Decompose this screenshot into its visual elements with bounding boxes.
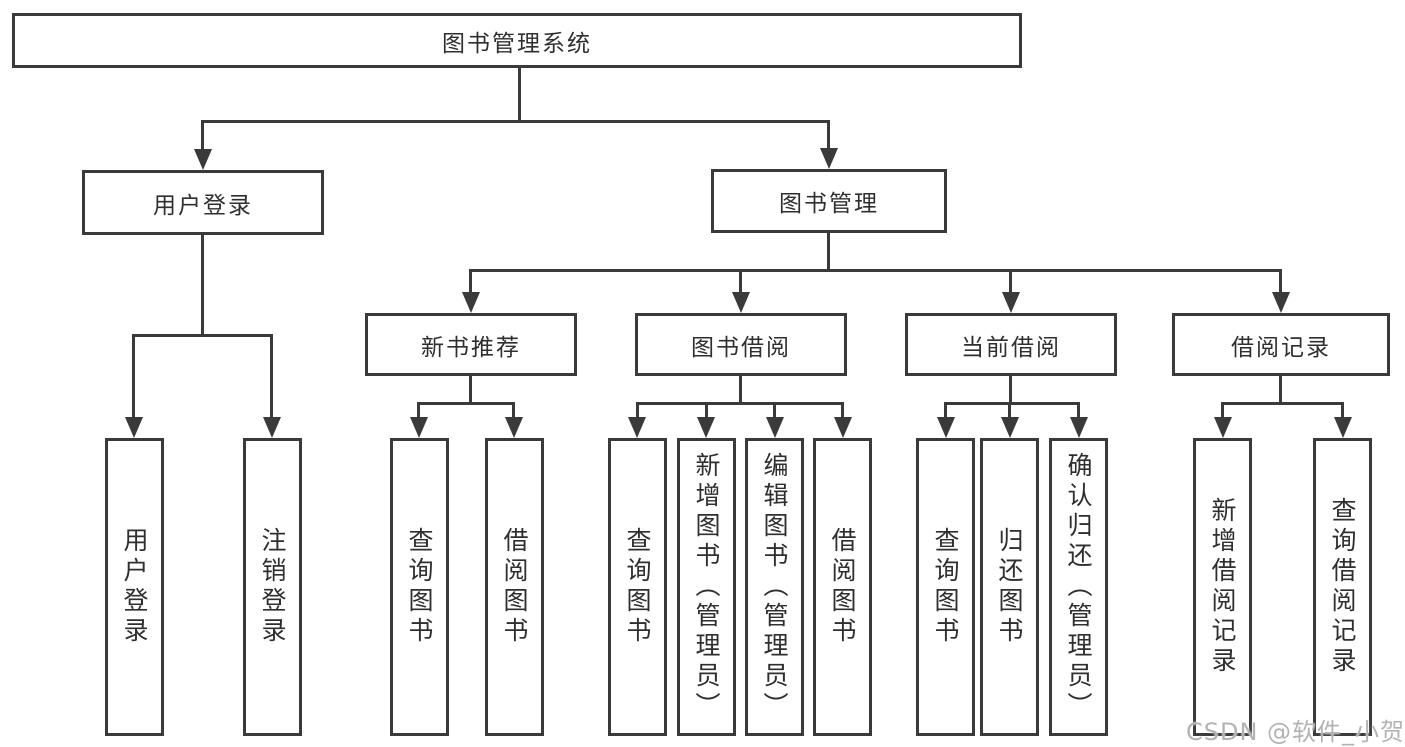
leaf-borrow-query-book: 查询图书 (608, 438, 667, 736)
leaf-user-login: 用户登录 (105, 438, 164, 736)
arrow-down-icon (766, 417, 784, 438)
arrow-down-icon (1214, 417, 1232, 438)
leaf-borrow-borrow-book: 借阅图书 (813, 438, 872, 736)
arrow-down-icon (834, 417, 852, 438)
leaf-recommend-borrow-book: 借阅图书 (485, 438, 544, 736)
connector-line (1009, 376, 1012, 405)
leaf-recommend-query-book: 查询图书 (390, 438, 449, 736)
connector-line (944, 402, 1080, 405)
connector-line (202, 120, 830, 123)
arrow-down-icon (410, 417, 428, 438)
connector-line (827, 233, 830, 272)
connector-line (1279, 269, 1282, 297)
connector-line (417, 402, 420, 420)
leaf-confirm-return-admin: 确认归还（管理员） (1049, 438, 1108, 736)
connector-line (636, 402, 639, 420)
connector-line (1077, 402, 1080, 420)
connector-line (773, 402, 776, 420)
node-current-borrow: 当前借阅 (905, 313, 1117, 376)
connector-line (944, 402, 947, 420)
leaf-add-book-admin: 新增图书（管理员） (677, 438, 736, 736)
connector-line (1221, 402, 1224, 420)
connector-line (1008, 402, 1011, 420)
csdn-watermark: CSDN @软件_小贺同学 (1186, 718, 1405, 746)
arrow-down-icon (1002, 292, 1020, 313)
connector-line (518, 67, 521, 123)
connector-line (1341, 402, 1344, 420)
connector-line (1009, 269, 1012, 297)
leaf-return-book: 归还图书 (980, 438, 1039, 736)
arrow-down-icon (937, 417, 955, 438)
connector-line (132, 334, 135, 420)
connector-line (201, 120, 204, 154)
node-root: 图书管理系统 (12, 13, 1022, 68)
connector-line (636, 402, 844, 405)
connector-line (469, 269, 1282, 272)
arrow-down-icon (462, 292, 480, 313)
leaf-current-query-book: 查询图书 (916, 438, 975, 736)
connector-line (512, 402, 515, 420)
connector-line (270, 334, 273, 420)
connector-line (827, 120, 830, 154)
arrow-down-icon (125, 417, 143, 438)
arrow-down-icon (697, 417, 715, 438)
arrow-down-icon (194, 149, 212, 170)
leaf-add-borrow-record: 新增借阅记录 (1193, 438, 1252, 736)
leaf-query-borrow-record: 查询借阅记录 (1313, 438, 1372, 736)
node-book-management: 图书管理 (711, 169, 947, 233)
arrow-down-icon (505, 417, 523, 438)
arrow-down-icon (1070, 417, 1088, 438)
leaf-edit-book-admin: 编辑图书（管理员） (745, 438, 804, 736)
connector-line (132, 334, 273, 337)
node-borrow-records: 借阅记录 (1172, 313, 1390, 376)
node-book-borrow: 图书借阅 (635, 313, 847, 376)
node-new-book-recommend: 新书推荐 (365, 313, 577, 376)
connector-line (469, 269, 472, 297)
connector-line (1221, 402, 1344, 405)
connector-line (739, 376, 742, 405)
connector-line (705, 402, 708, 420)
node-user-login: 用户登录 (82, 170, 324, 235)
arrow-down-icon (1334, 417, 1352, 438)
arrow-down-icon (732, 292, 750, 313)
arrow-down-icon (263, 417, 281, 438)
connector-line (469, 376, 472, 405)
connector-line (841, 402, 844, 420)
connector-line (201, 235, 204, 337)
arrow-down-icon (628, 417, 646, 438)
connector-line (1279, 376, 1282, 405)
arrow-down-icon (820, 148, 838, 169)
leaf-logout-login: 注销登录 (243, 438, 302, 736)
connector-line (739, 269, 742, 297)
arrow-down-icon (1001, 417, 1019, 438)
arrow-down-icon (1272, 292, 1290, 313)
connector-line (417, 402, 515, 405)
